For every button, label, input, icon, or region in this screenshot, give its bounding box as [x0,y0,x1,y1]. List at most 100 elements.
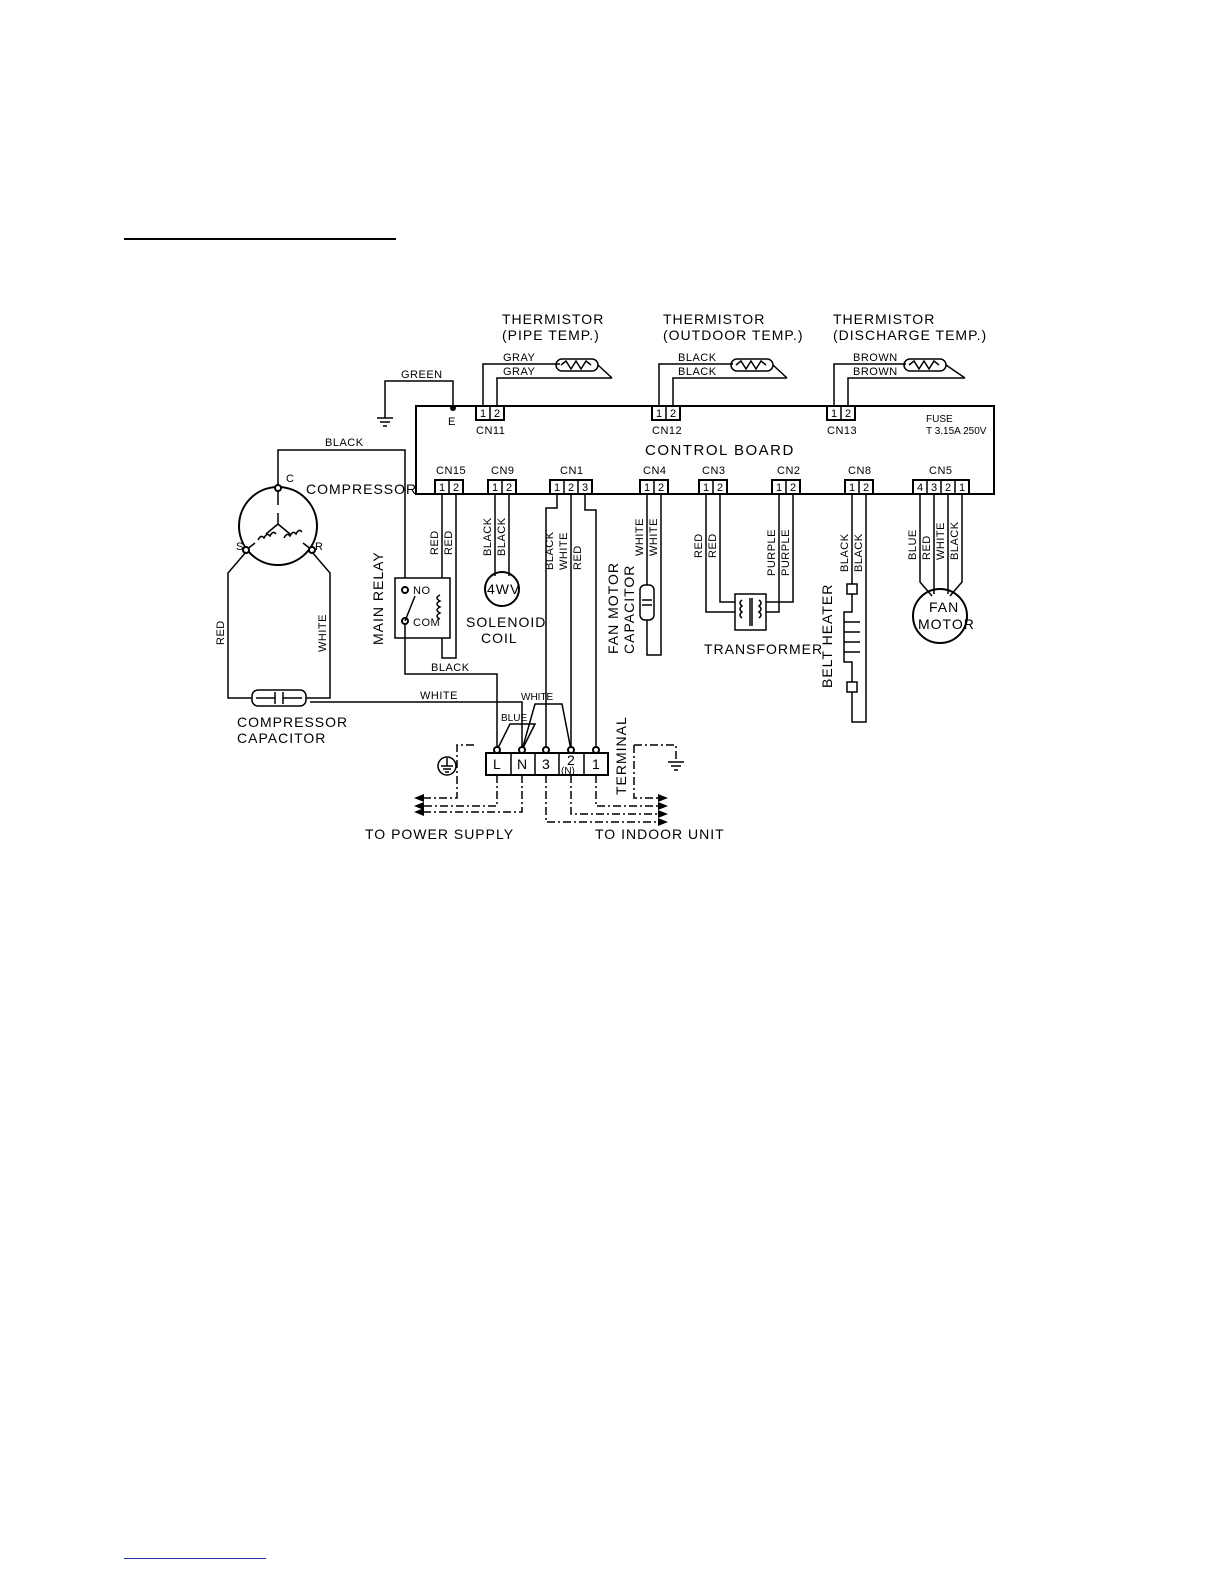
compressor-label: COMPRESSOR [306,481,417,497]
cn5-pin4: 4 [917,482,923,494]
ground-e-label: E [448,416,456,428]
cn1: CN1 1 2 3 [549,465,593,495]
cn15-label: CN15 [436,465,466,477]
control-board-title: CONTROL BOARD [645,442,795,459]
cn5-pin3: 3 [931,482,937,494]
compressor: C S R COMPRESSOR BLACK RED WHITE [215,437,417,699]
ground-point [450,405,456,411]
relay-com: COM [413,617,440,629]
fan-motor-symbol [912,588,968,644]
thermistor-discharge-sub: (DISCHARGE TEMP.) [833,327,987,343]
cn2-wire-b: PURPLE [780,529,792,576]
terminal-3: 3 [542,756,551,772]
cn13-pin1: 1 [831,408,837,420]
ground-connection: GREEN E [377,369,456,428]
solenoid-line2: COIL [481,630,518,646]
thermistor-pipe: THERMISTOR (PIPE TEMP.) GRAY GRAY 1 2 CN… [475,311,613,437]
thermistor-outdoor-wire1: BLACK [678,352,717,364]
cn12-pin2: 2 [670,408,676,420]
cn1-wire-a: BLACK [544,531,556,570]
cn5-wire-a: BLUE [907,529,919,560]
cn8-pin1: 1 [849,482,855,494]
wire-white-small-label: WHITE [521,692,554,703]
relay-no: NO [413,585,431,597]
cn15-wire-b: RED [443,530,455,555]
cn3-wire-b: RED [707,533,719,558]
solenoid-symbol [484,571,520,607]
cn4-wire-b: WHITE [648,518,660,556]
ground-icon [668,761,684,771]
cn11-pin1: 1 [480,408,486,420]
fan-capacitor-line2: CAPACITOR [621,565,637,654]
cn1-wires: BLACK WHITE RED BLUE WHITE [496,494,597,751]
fuse-rating: T 3.15A 250V [926,426,987,437]
cn3-pin2: 2 [717,482,723,494]
thermistor-pipe-title: THERMISTOR [502,311,604,327]
to-power-supply: TO POWER SUPPLY [365,826,514,842]
cn8-wire-a: BLACK [839,533,851,572]
wire-blue-label: BLUE [501,713,527,724]
compressor-c: C [286,473,294,485]
thermistor-outdoor-sub: (OUTDOOR TEMP.) [663,327,804,343]
cn2-label: CN2 [777,465,801,477]
cn5: CN5 4 3 2 1 [912,465,970,495]
cn1-label: CN1 [560,465,584,477]
cn8: CN8 1 2 [844,465,874,495]
thermistor-pipe-sub: (PIPE TEMP.) [502,327,600,343]
cn8-wire-b: BLACK [853,533,865,572]
thermistor-discharge-title: THERMISTOR [833,311,935,327]
cn13-pin2: 2 [845,408,851,420]
cn2: CN2 1 2 [771,465,801,495]
compressor-r: R [315,541,323,553]
cn4-pin1: 1 [644,482,650,494]
relay-wire-black: BLACK [431,662,470,674]
cn9-pin1: 1 [492,482,498,494]
belt-heater-label: BELT HEATER [819,584,835,688]
transformer: RED RED PURPLE PURPLE TRANSFORMER [693,494,823,657]
to-indoor-unit: TO INDOOR UNIT [595,826,725,842]
capacitor-wire-white: WHITE [420,690,458,702]
compressor-wire-black: BLACK [325,437,364,449]
cn13-label: CN13 [827,425,857,437]
cn15-wire-a: RED [429,530,441,555]
solenoid-line1: SOLENOID [466,614,546,630]
compressor-s: S [236,541,244,553]
cn2-pin2: 2 [790,482,796,494]
field-wiring: TO POWER SUPPLY TO INDOOR UNIT [365,744,725,842]
thermistor-discharge-wire1: BROWN [853,352,898,364]
thermistor-outdoor: THERMISTOR (OUTDOOR TEMP.) BLACK BLACK 1… [651,311,804,437]
compressor-wire-white: WHITE [317,614,329,652]
terminal-block: L N 3 2 (N) 1 TERMINAL [485,716,629,795]
terminal-2: 2 [567,752,576,768]
cn5-label: CN5 [929,465,953,477]
cn1-pin2: 2 [568,482,574,494]
cn1-wire-b: WHITE [558,532,570,570]
cn15-wires: RED RED [429,494,457,659]
cn12-label: CN12 [652,425,682,437]
cn15-pin2: 2 [453,482,459,494]
cn4-pin2: 2 [658,482,664,494]
cn5-wire-d: BLACK [949,521,961,560]
cn9-wire-a: BLACK [482,517,494,556]
thermistor-pipe-wire2: GRAY [503,366,536,378]
cn5-wire-c: WHITE [935,522,947,560]
thermistor-discharge: THERMISTOR (DISCHARGE TEMP.) BROWN BROWN… [826,311,987,437]
cn11-label: CN11 [476,425,505,437]
cn4: CN4 1 2 [639,465,669,495]
fan-motor-line1: FAN [929,599,959,615]
ground-wire-label: GREEN [401,369,443,381]
fan-motor-line2: MOTOR [918,616,975,632]
cn2-pin1: 1 [776,482,782,494]
transformer-label: TRANSFORMER [704,641,823,657]
cn1-pin1: 1 [554,482,560,494]
cn5-pin1: 1 [959,482,965,494]
cn9-wire-b: BLACK [496,517,508,556]
header-rule [124,238,396,240]
cn15-pin1: 1 [439,482,445,494]
compressor-capacitor-line1: COMPRESSOR [237,714,348,730]
cn3-pin1: 1 [703,482,709,494]
main-relay: NO COM MAIN RELAY BLACK [370,551,498,750]
belt-heater: BLACK BLACK BELT HEATER [819,494,867,723]
cn12-pin1: 1 [656,408,662,420]
